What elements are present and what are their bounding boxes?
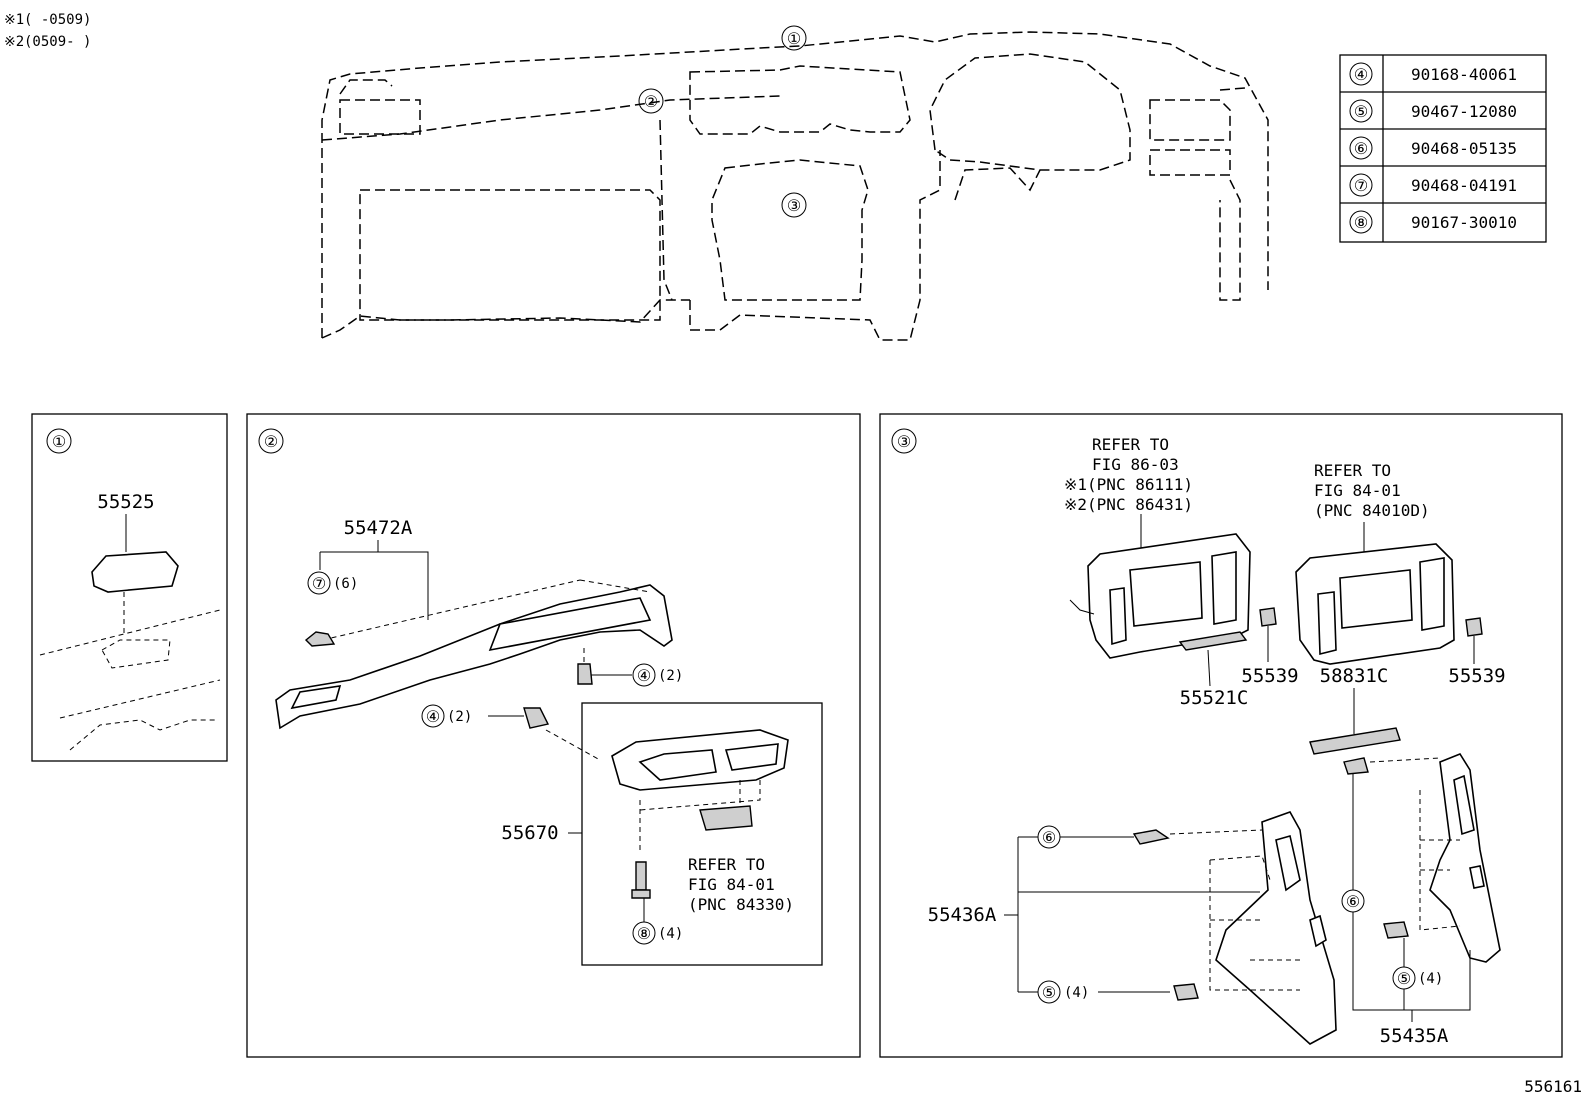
overview-callout-3: ③ <box>781 192 807 218</box>
fastener-5-left: ⑤ (4) <box>1037 980 1199 1004</box>
part-58831c: 58831C <box>1320 665 1389 687</box>
part-55472a: 55472A <box>344 517 413 539</box>
svg-text:⑧: ⑧ <box>637 924 651 943</box>
svg-text:⑥: ⑥ <box>1042 828 1056 847</box>
fastener-6-right: ⑥ <box>1341 889 1365 913</box>
svg-text:(6): (6) <box>333 576 358 592</box>
note-2-mark: ※2 <box>4 34 24 50</box>
fastener-table: ④ 90168-40061 ⑤ 90467-12080 ⑥ 90468-0513… <box>1339 54 1547 243</box>
fastener-4-left: ④ (2) <box>421 704 601 761</box>
fastener-4-right: ④ (2) <box>577 648 683 687</box>
dashboard-overview: ① ② ③ <box>321 25 1269 341</box>
part-55525: 55525 <box>97 491 154 513</box>
table-row: ⑦ 90468-04191 <box>1349 173 1517 197</box>
note-1: ※1 ( -0509) <box>4 12 91 28</box>
svg-text:②: ② <box>644 92 658 111</box>
table-row: ⑤ 90467-12080 <box>1349 99 1517 123</box>
svg-text:REFER TO: REFER TO <box>688 855 765 874</box>
fastener-5-right: ⑤ (4) <box>1392 938 1443 990</box>
part-55521c: 55521C <box>1180 687 1249 709</box>
svg-text:⑤: ⑤ <box>1397 969 1411 988</box>
svg-text:90467-12080: 90467-12080 <box>1411 102 1517 121</box>
svg-text:③: ③ <box>787 196 801 215</box>
panel-2: ② 55472A ⑦ (6) ④ (2) ④ (2) <box>246 413 861 1058</box>
svg-text:REFER TO: REFER TO <box>1092 435 1169 454</box>
svg-text:④: ④ <box>637 666 651 685</box>
svg-text:(4): (4) <box>658 926 683 942</box>
panel-2-label: ② <box>258 428 284 454</box>
note-2: ※2 (0509- ) <box>4 34 91 50</box>
svg-text:⑦: ⑦ <box>1354 176 1368 195</box>
part-55435a: 55435A <box>1380 1025 1449 1047</box>
part-55539-b: 55539 <box>1448 665 1505 687</box>
svg-text:FIG 86-03: FIG 86-03 <box>1092 455 1179 474</box>
svg-text:90168-40061: 90168-40061 <box>1411 65 1517 84</box>
panel-3-refer-a: REFER TO FIG 86-03 ※1(PNC 86111) ※2(PNC … <box>1064 435 1193 514</box>
svg-text:⑥: ⑥ <box>1346 892 1360 911</box>
svg-text:※1(PNC 86111): ※1(PNC 86111) <box>1064 475 1193 494</box>
panel-3-label: ③ <box>891 428 917 454</box>
svg-text:⑤: ⑤ <box>1354 102 1368 121</box>
panel-3-refer-b: REFER TO FIG 84-01 (PNC 84010D) <box>1314 461 1430 520</box>
svg-text:①: ① <box>787 29 801 48</box>
svg-text:④: ④ <box>426 707 440 726</box>
note-1-mark: ※1 <box>4 12 24 28</box>
svg-text:(PNC 84010D): (PNC 84010D) <box>1314 501 1430 520</box>
part-55436a: 55436A <box>928 904 997 926</box>
svg-text:⑦: ⑦ <box>312 574 326 593</box>
table-row: ⑥ 90468-05135 <box>1349 136 1517 160</box>
svg-text:③: ③ <box>897 432 911 451</box>
svg-text:②: ② <box>264 432 278 451</box>
panel-1-label: ① <box>46 428 72 454</box>
svg-text:90468-05135: 90468-05135 <box>1411 139 1517 158</box>
svg-text:REFER TO: REFER TO <box>1314 461 1391 480</box>
svg-text:FIG 84-01: FIG 84-01 <box>688 875 775 894</box>
svg-text:90167-30010: 90167-30010 <box>1411 213 1517 232</box>
svg-text:⑥: ⑥ <box>1354 139 1368 158</box>
panel-2-refer: REFER TO FIG 84-01 (PNC 84330) <box>688 855 794 914</box>
table-row: ④ 90168-40061 <box>1349 62 1517 86</box>
svg-text:⑧: ⑧ <box>1354 213 1368 232</box>
svg-text:※2(PNC 86431): ※2(PNC 86431) <box>1064 495 1193 514</box>
svg-text:①: ① <box>52 432 66 451</box>
svg-text:(PNC 84330): (PNC 84330) <box>688 895 794 914</box>
fastener-7: ⑦ (6) <box>304 571 358 647</box>
svg-text:(2): (2) <box>658 668 683 684</box>
svg-text:⑤: ⑤ <box>1042 983 1056 1002</box>
overview-callout-1: ① <box>781 25 807 51</box>
panel-1: ① 55525 <box>31 413 228 762</box>
svg-text:④: ④ <box>1354 65 1368 84</box>
svg-text:(4): (4) <box>1064 985 1089 1001</box>
panel-3: ③ REFER TO FIG 86-03 ※1(PNC 86111) ※2(PN… <box>879 413 1563 1058</box>
note-2-text: (0509- ) <box>24 34 91 50</box>
fastener-6-left: ⑥ <box>1037 825 1170 849</box>
svg-text:(4): (4) <box>1418 971 1443 987</box>
overview-callout-2: ② <box>638 88 664 114</box>
svg-text:FIG 84-01: FIG 84-01 <box>1314 481 1401 500</box>
note-1-text: ( -0509) <box>24 12 91 28</box>
diagram-number: 556161 <box>1524 1077 1582 1096</box>
part-55539-a: 55539 <box>1241 665 1298 687</box>
part-55670: 55670 <box>501 822 558 844</box>
svg-text:90468-04191: 90468-04191 <box>1411 176 1517 195</box>
svg-text:(2): (2) <box>447 709 472 725</box>
fastener-8: ⑧ (4) <box>631 861 683 945</box>
table-row: ⑧ 90167-30010 <box>1349 210 1517 234</box>
